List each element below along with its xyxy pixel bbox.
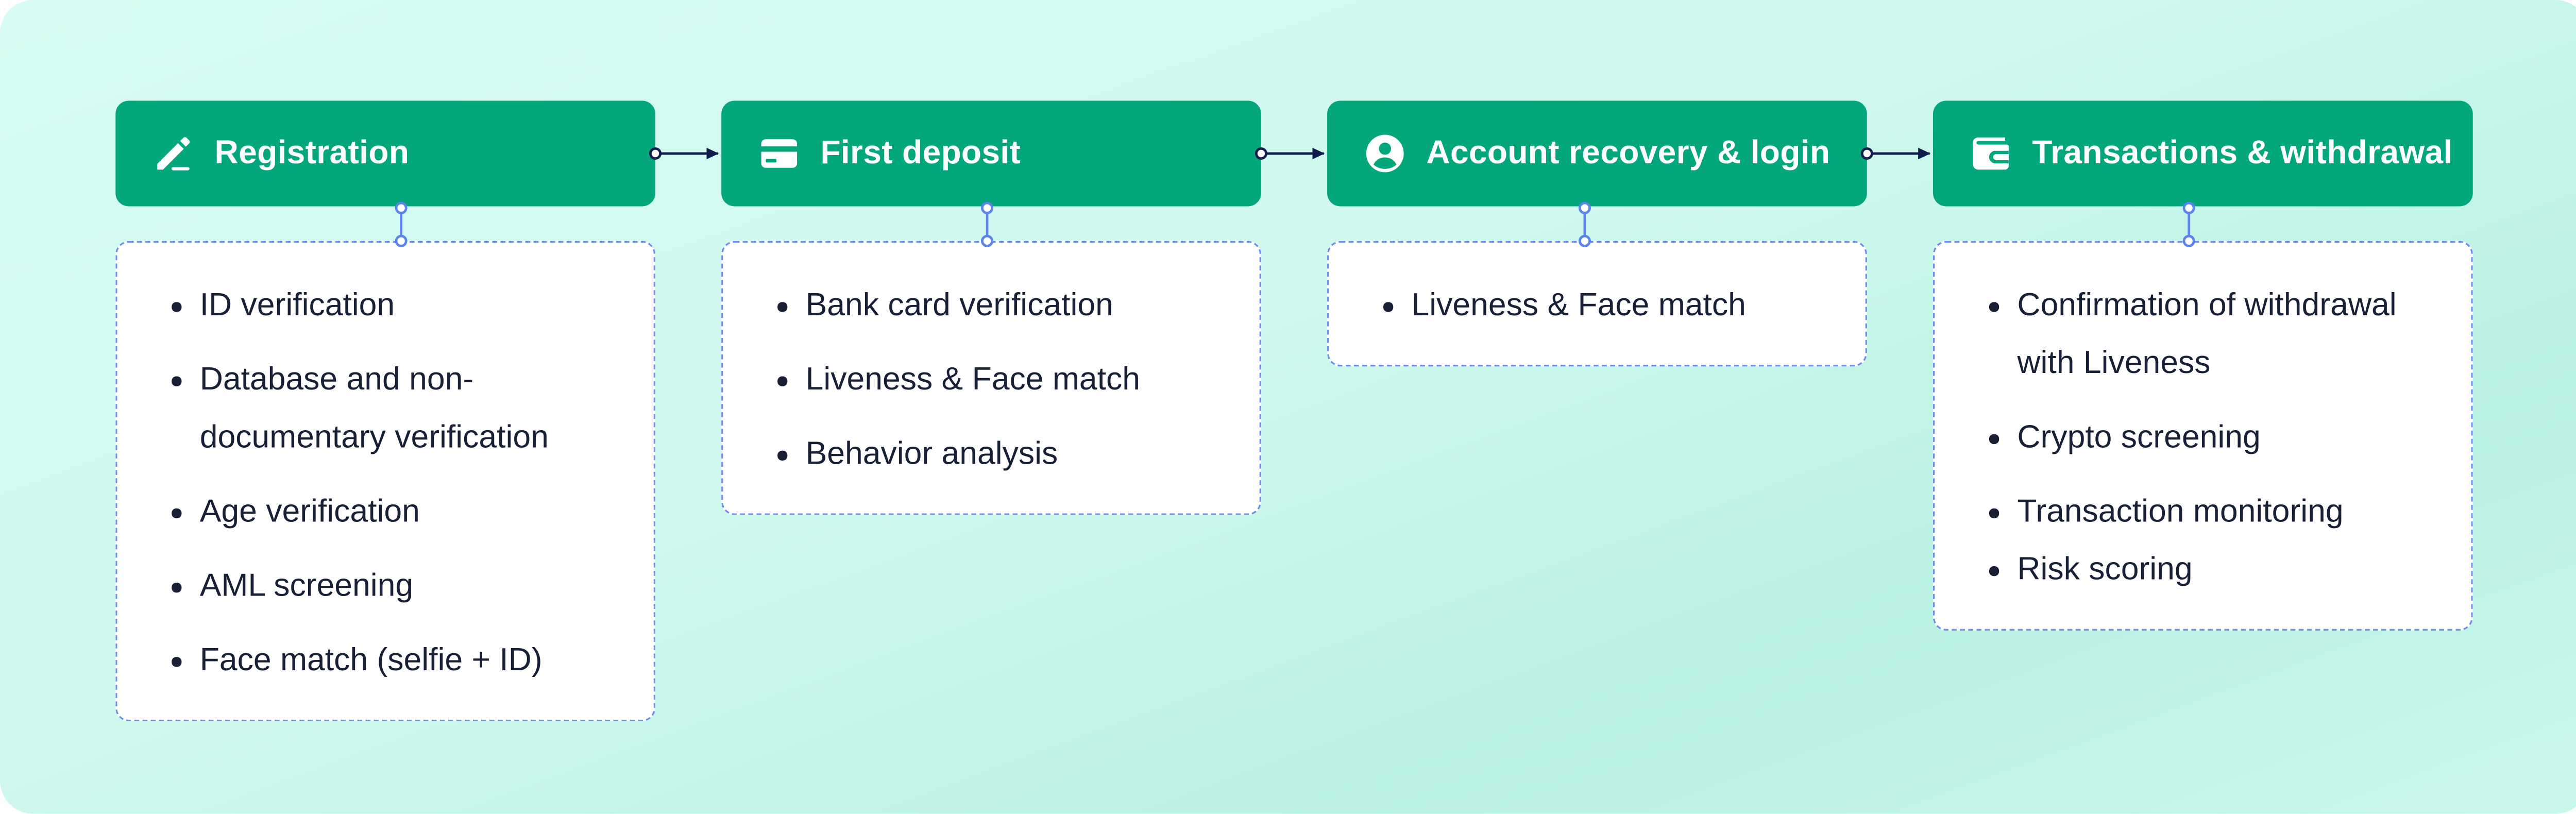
flow-arrow: [1860, 147, 1931, 160]
list-item: ID verification: [172, 277, 624, 335]
stage-title: Transactions & withdrawal: [2032, 134, 2453, 171]
flow-arrow: [649, 147, 719, 160]
stage-account-recovery-header: Account recovery & login: [1327, 100, 1867, 207]
list-item: Age verification: [172, 484, 624, 541]
stage-title: First deposit: [820, 134, 1021, 171]
stage-transactions-checks: Confirmation of withdrawal with Liveness…: [1933, 241, 2473, 631]
pencil-icon: [152, 132, 195, 175]
stage-registration-header: Registration: [115, 100, 656, 207]
list-item: Confirmation of withdrawal with Liveness: [1989, 277, 2441, 393]
header-card-connector: [981, 201, 994, 247]
list-item: Bank card verification: [777, 277, 1230, 335]
user-circle-icon: [1364, 132, 1406, 175]
stage-first-deposit-header: First deposit: [721, 100, 1261, 207]
list-item: Liveness & Face match: [1383, 277, 1836, 335]
list-item: Risk scoring: [1989, 541, 2441, 599]
list-item: Liveness & Face match: [777, 351, 1230, 409]
header-card-connector: [2182, 201, 2195, 247]
stage-registration-checks: ID verification Database and non-documen…: [115, 241, 656, 722]
credit-card-icon: [758, 132, 801, 175]
flow-arrow: [1255, 147, 1325, 160]
header-card-connector: [395, 201, 408, 247]
stage-transactions-header: Transactions & withdrawal: [1933, 100, 2473, 207]
stage-title: Account recovery & login: [1426, 134, 1831, 171]
stage-account-recovery-checks: Liveness & Face match: [1327, 241, 1867, 367]
list-item: Behavior analysis: [777, 426, 1230, 484]
list-item: Face match (selfie + ID): [172, 632, 624, 690]
list-item: AML screening: [172, 558, 624, 616]
stage-first-deposit-checks: Bank card verification Liveness & Face m…: [721, 241, 1261, 515]
list-item: Crypto screening: [1989, 410, 2441, 467]
list-item: Transaction monitoring: [1989, 484, 2441, 541]
list-item: Database and non-documentary verificatio…: [172, 351, 624, 467]
stage-title: Registration: [214, 134, 410, 171]
header-card-connector: [1578, 201, 1591, 247]
wallet-icon: [1969, 132, 2012, 175]
